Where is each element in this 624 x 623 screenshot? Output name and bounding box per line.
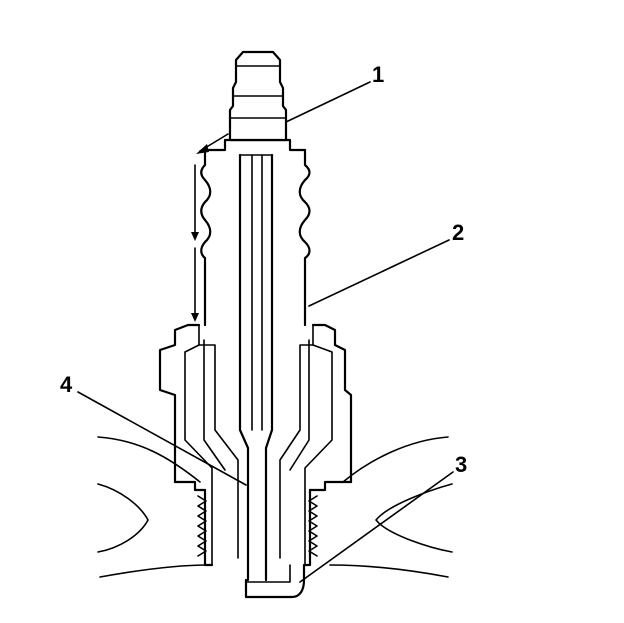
arrowhead-3-icon [191, 313, 199, 322]
hex-shell [158, 323, 353, 566]
callouts: 1 2 3 4 [60, 62, 467, 477]
arrowhead-2-icon [191, 232, 199, 241]
cylinder-head [97, 436, 453, 578]
arrowhead-1-icon [196, 144, 209, 154]
ground-electrode [244, 563, 306, 599]
center-electrode [238, 153, 274, 582]
callout-3: 3 [455, 452, 467, 477]
direction-arrows [191, 133, 229, 322]
terminal-nut [228, 50, 288, 142]
insulator [198, 138, 314, 559]
threaded-shell [173, 480, 353, 567]
leader-lines [77, 81, 454, 583]
callout-4: 4 [60, 372, 73, 397]
callout-2: 2 [452, 220, 464, 245]
callout-1: 1 [372, 62, 384, 87]
